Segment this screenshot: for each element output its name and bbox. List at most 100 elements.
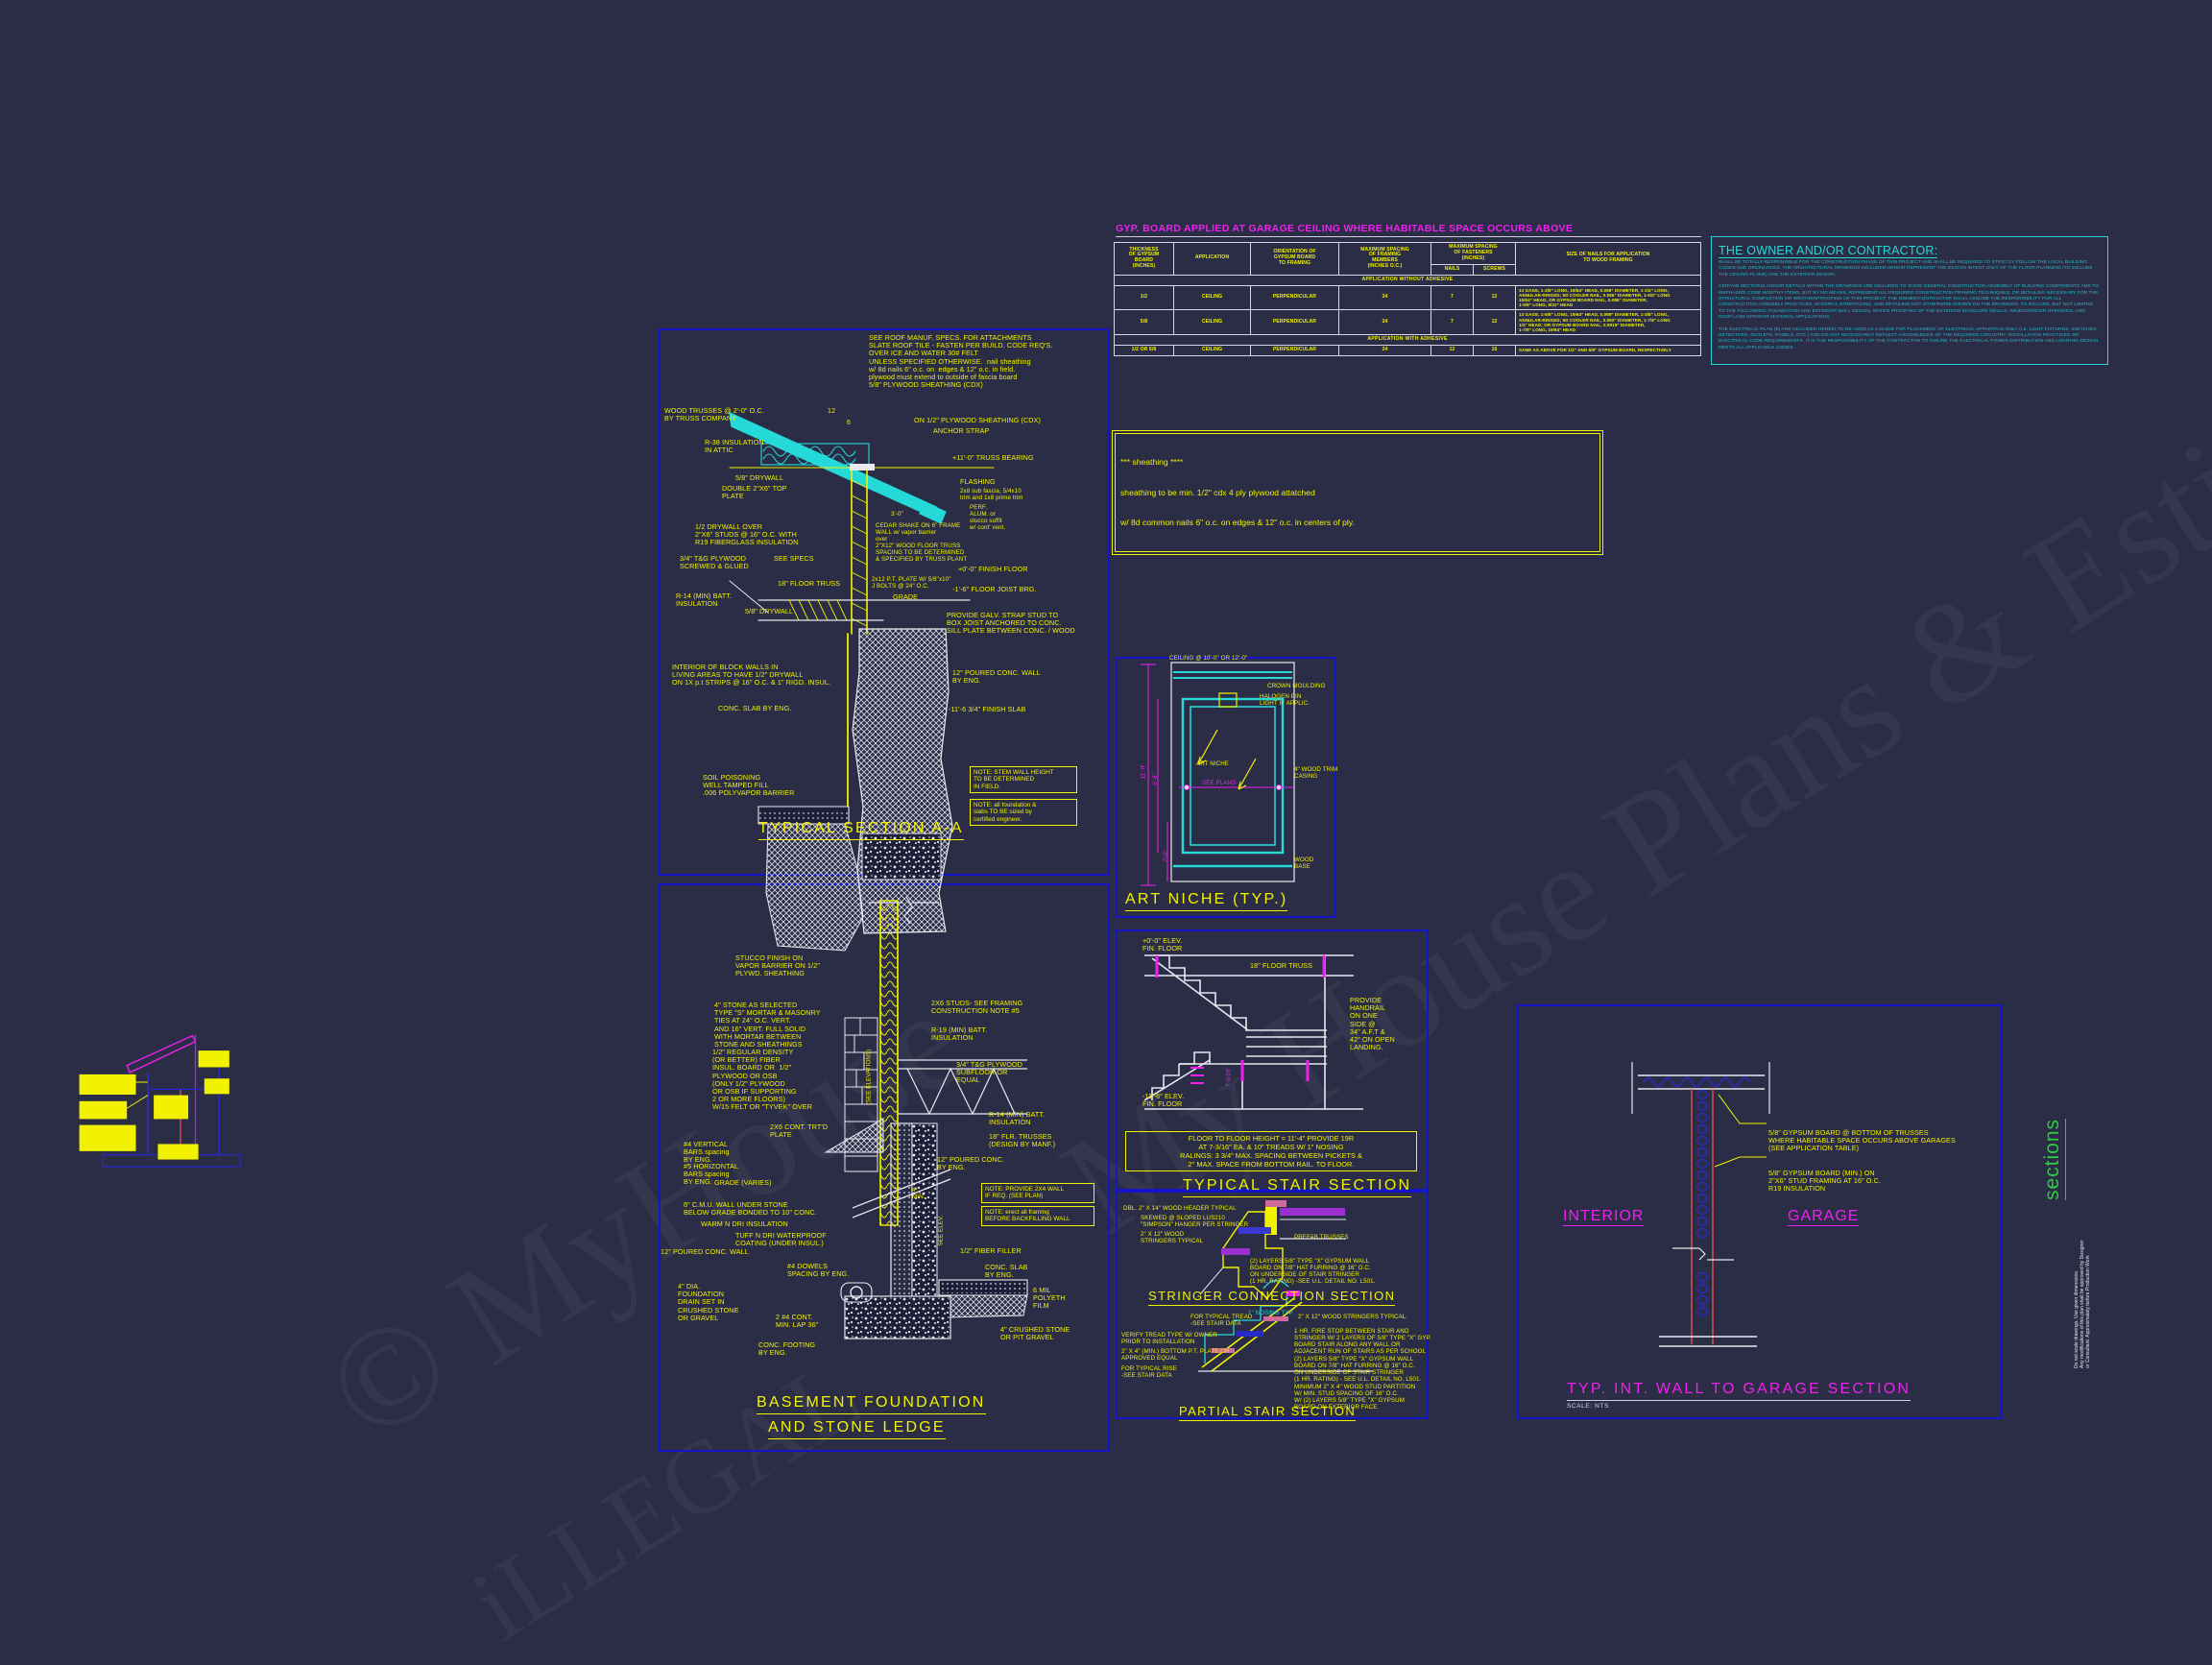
label-poured-wall: 12" POURED CONC. WALL BY ENG. — [952, 668, 1041, 686]
gypsum-table-heading: GYP. BOARD APPLIED AT GARAGE CEILING WHE… — [1116, 223, 1701, 237]
sheathing-note-header: *** sheathing **** — [1120, 457, 1184, 467]
label-finish-floor: +0'-0" FINISH FLOOR — [958, 565, 1028, 573]
label-cmu-wall: 8" C.M.U. WALL UNDER STONE BELOW GRADE B… — [684, 1200, 817, 1218]
label-see-elevations: (SEE ELEVATIONS) — [865, 1049, 873, 1105]
title-section-aa: TYPICAL SECTION A-A — [758, 820, 964, 840]
frame-art-niche — [1116, 657, 1336, 918]
cell-framing-spacing: 24 — [1338, 284, 1431, 311]
label-wood-base: WOOD BASE — [1294, 857, 1314, 870]
table-row: 1/2 CEILING PERPENDICULAR 24 7 12 13 GAG… — [1114, 284, 1701, 311]
cell-screws: 16 — [1473, 345, 1516, 356]
cell-thickness: 1/2 — [1114, 284, 1174, 311]
cell-nails: 12 — [1431, 345, 1474, 356]
label-2-4-cont: 2 #4 CONT. MIN. LAP 36" — [776, 1313, 819, 1330]
cell-application: CEILING — [1173, 284, 1251, 311]
label-floor-truss: 18" FLOOR TRUSS — [778, 579, 841, 588]
title-stringer-connection: STRINGER CONNECTION SECTION — [1148, 1289, 1396, 1306]
th-nails: NAILS — [1431, 263, 1474, 276]
label-12-poured-wall: 12" POURED CONC. WALL — [661, 1247, 749, 1256]
cell-nails: 7 — [1431, 284, 1474, 311]
table-section-with-adhesive: APPLICATION WITH ADHESIVE — [1114, 334, 1701, 347]
cell-screws: 12 — [1473, 309, 1516, 336]
label-stair-top-elev: +0'-0" ELEV. FIN. FLOOR — [1142, 936, 1183, 953]
title-garage-wall: TYP. INT. WALL TO GARAGE SECTION — [1567, 1381, 1911, 1401]
label-block-walls: INTERIOR OF BLOCK WALLS IN LIVING AREAS … — [672, 663, 831, 688]
label-pt-plate: 2x12 P.T. PLATE W/ 5/8"x10" J BOLTS @ 24… — [872, 576, 951, 590]
label-dim-3ft: 3'-0" — [891, 511, 903, 518]
label-wood-stringers: 2" X 12" WOOD STRINGERS TYPICAL — [1141, 1231, 1204, 1244]
sheathing-note-line2: w/ 8d common nails 6" o.c. on edges & 12… — [1120, 518, 1355, 527]
th-framing: MAXIMUM SPACING OF FRAMING MEMBERS (INCH… — [1338, 242, 1431, 276]
label-halogen-pin: HALOGEN PIN LIGHT IF APPLIC. — [1260, 693, 1310, 707]
owner-paragraph-1: SHALL BE TOTALLY RESPONSIBLE FOR THE CON… — [1719, 260, 2093, 278]
label-flr-trusses: 18" FLR. TRUSSES (DESIGN BY MANF.) — [989, 1132, 1056, 1149]
label-r38-insul: R-38 INSULATION IN ATTIC — [705, 438, 764, 455]
gypsum-application-table: THICKNESS OF GYPSUM BOARD (INCHES) APPLI… — [1114, 242, 1701, 356]
label-poly-film: 6 MIL POLYETH FILM — [1033, 1286, 1066, 1311]
cell-framing-spacing: 24 — [1338, 345, 1431, 356]
label-gyp-underside: (2) LAYERS 5/8" TYPE "X" GYPSUM WALL BOA… — [1294, 1356, 1422, 1383]
label-see-plans: SEE PLANS — [1202, 780, 1237, 786]
label-riser-dim: 7-3/16" — [1225, 1067, 1233, 1087]
owner-block-title: THE OWNER AND/OR CONTRACTOR: — [1719, 244, 1938, 258]
label-stringers-typ: 2" X 12" WOOD STRINGERS TYPICAL. — [1298, 1314, 1408, 1320]
label-drywall-58b: 5/8" DRYWALL — [745, 607, 794, 615]
label-wood-trusses: WOOD TRUSSES @ 2'-0" O.C. BY TRUSS COMPA… — [664, 406, 764, 423]
label-pitch-run: 6 — [847, 418, 852, 426]
cell-nail-size: SAME AS ABOVE FOR 1/2" AND 5/8" GYPSUM B… — [1515, 345, 1701, 356]
table-header-row: THICKNESS OF GYPSUM BOARD (INCHES) APPLI… — [1114, 242, 1701, 276]
table-section-without-adhesive: APPLICATION WITHOUT ADHESIVE — [1114, 274, 1701, 286]
note-erect-framing: NOTE: erect all framing BEFORE BACKFILLI… — [981, 1206, 1094, 1226]
gypsum-table: THICKNESS OF GYPSUM BOARD (INCHES) APPLI… — [1114, 242, 1701, 356]
cell-nails: 7 — [1431, 309, 1474, 336]
label-galv-strap: PROVIDE GALV. STRAP STUD TO BOX JOIST AN… — [947, 611, 1075, 636]
owner-contractor-block: THE OWNER AND/OR CONTRACTOR: SHALL BE TO… — [1711, 236, 2108, 366]
cell-thickness: 5/8 — [1114, 309, 1174, 336]
cell-nail-size: 13 GAGE, 1-5/8" LONG, 19/64" HEAD, 0.098… — [1515, 309, 1701, 336]
label-r19-batt: R-19 (MIN) BATT. INSULATION — [931, 1026, 988, 1043]
label-nosing: 1" NOSING TYP. — [1248, 1310, 1294, 1316]
garage-wall-scale: SCALE: NTS — [1567, 1403, 1609, 1410]
label-gyp-bottom-trusses: 5/8" GYPSUM BOARD @ BOTTOM OF TRUSSES WH… — [1768, 1128, 1956, 1153]
label-stair-bot-elev: -11'-6" ELEV. FIN. FLOOR — [1142, 1092, 1185, 1109]
label-soffit: PERF. ALUM. or stucco soffit w/ cont' ve… — [970, 504, 1006, 531]
label-typ-rise: FOR TYPICAL RISE -SEE STAIR DATA — [1121, 1365, 1177, 1379]
label-truss-bearing: +11'-0" TRUSS BEARING — [952, 453, 1034, 462]
cell-orientation: PERPENDICULAR — [1250, 284, 1339, 311]
label-vert-bars: #4 VERTICAL BARS spacing BY ENG. — [684, 1140, 730, 1165]
cell-screws: 12 — [1473, 284, 1516, 311]
label-2x6-studs: 2X6 STUDS- SEE FRAMING CONSTRUCTION NOTE… — [931, 999, 1023, 1016]
label-finish-slab: -11'-6 3/4" FINISH SLAB — [949, 705, 1026, 713]
label-tuff-n-dri: TUFF N DRI WATERPROOF COATING (UNDER INS… — [735, 1231, 827, 1248]
owner-paragraph-3: THE ELECTRICAL PLAN (S) ARE INCLUDED HER… — [1719, 326, 2099, 350]
label-wood-trim: 4" WOOD TRIM CASING — [1294, 766, 1338, 780]
note-foundation-sizing: NOTE: all foundation & slabs TO BE sized… — [970, 799, 1077, 827]
label-insul-board: 1/2" REGULAR DENSITY (OR BETTER) FIBER I… — [712, 1048, 812, 1112]
label-dbl-header: DBL. 2" X 14" WOOD HEADER TYPICAL — [1123, 1205, 1237, 1212]
th-application: APPLICATION — [1173, 242, 1251, 276]
dim-2ft: 2'-0" — [1162, 850, 1169, 862]
table-row: 1/2 OR 5/8 CEILING PERPENDICULAR 24 12 1… — [1114, 345, 1701, 356]
label-warm-n-dri: WARM N DRI INSULATION — [701, 1219, 788, 1228]
label-conc-footing: CONC. FOOTING BY ENG. — [758, 1340, 816, 1358]
owner-paragraph-2: CERTAIN SECTIONS AND/OR DETAILS WITHIN T… — [1719, 284, 2100, 321]
label-fire-stop: 1 HR. FIRE STOP BETWEEN STAIR AND STRING… — [1294, 1328, 1431, 1355]
label-ceiling-height: CEILING @ 10'-0" OR 12'-0" — [1169, 655, 1248, 662]
label-found-drain: 4" DIA. FOUNDATION DRAIN SET IN CRUSHED … — [678, 1282, 739, 1322]
th-thickness: THICKNESS OF GYPSUM BOARD (INCHES) — [1114, 242, 1174, 276]
frame-garage-wall — [1517, 1004, 2003, 1419]
label-gyp-stud-framing: 5/8" GYPSUM BOARD (MIN.) ON 2"X6" STUD F… — [1768, 1169, 1882, 1194]
cell-framing-spacing: 24 — [1338, 309, 1431, 336]
label-see-specs: SEE SPECS — [774, 554, 814, 563]
label-horiz-bars: #5 HORIZONTAL BARS spacing BY ENG. — [684, 1162, 739, 1187]
frame-typical-stair — [1116, 929, 1429, 1191]
label-dowels: #4 DOWELS SPACING BY ENG. — [787, 1262, 850, 1279]
label-drywall-58: 5/8" DRYWALL — [735, 473, 784, 482]
label-stud-partition: MINIMUM 2" X 4" WOOD STUD PARTITION W/ M… — [1294, 1384, 1416, 1411]
label-art-niche-text: ART NICHE — [1196, 760, 1230, 767]
sheathing-note-inner: *** sheathing **** sheathing to be min. … — [1115, 433, 1600, 552]
sheathing-note-box: *** sheathing **** sheathing to be min. … — [1112, 430, 1603, 555]
label-top-plate: DOUBLE 2"X6" TOP PLATE — [722, 484, 787, 501]
sheet-vertical-credit: Do not scale drawings. Use given dimensi… — [2074, 1240, 2091, 1368]
label-stair-truss: 18" FLOOR TRUSS — [1250, 961, 1313, 970]
